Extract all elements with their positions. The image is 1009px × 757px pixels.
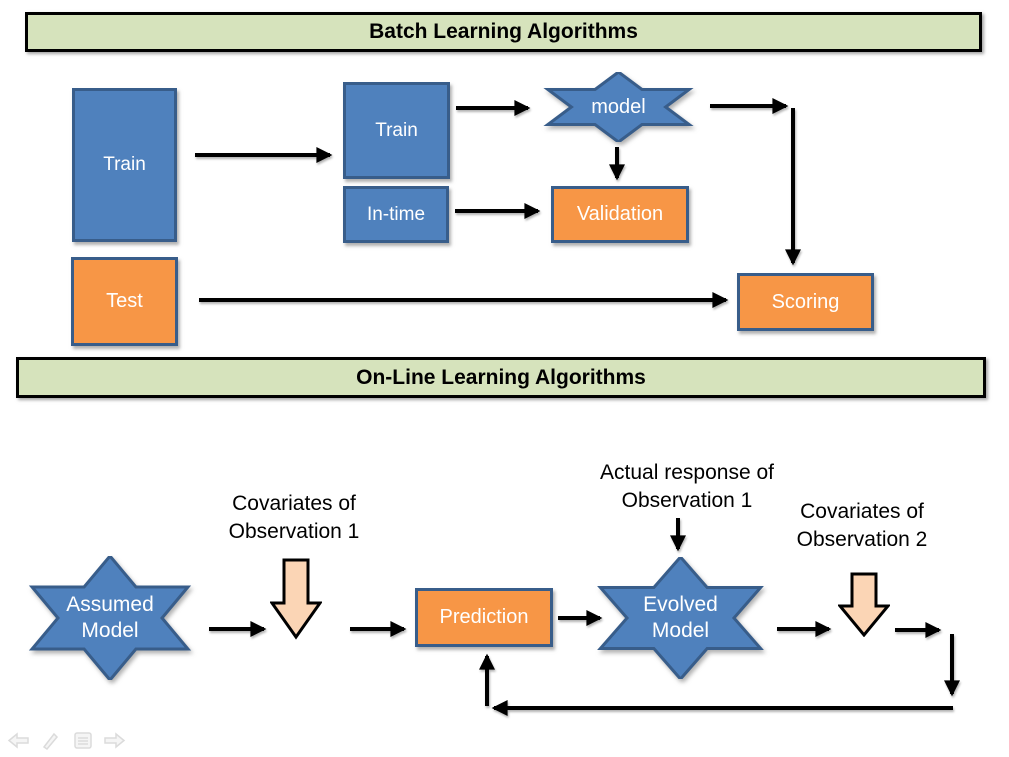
previous-slide-icon[interactable] <box>6 730 31 751</box>
assumed-model-label: Assumed Model <box>66 593 154 642</box>
assumed-model-star-shape: Assumed Model <box>20 556 200 680</box>
model-star-shape: model <box>537 72 700 142</box>
covariates2-down-arrow-icon <box>836 572 892 642</box>
banner-batch-learning: Batch Learning Algorithms <box>25 12 982 52</box>
banner-online-learning-label: On-Line Learning Algorithms <box>356 365 646 389</box>
banner-online-learning: On-Line Learning Algorithms <box>16 357 986 398</box>
six-point-star-icon <box>588 557 773 679</box>
slideshow-nav <box>6 730 127 751</box>
six-point-star-icon <box>20 556 200 680</box>
pen-tool-icon[interactable] <box>38 730 63 751</box>
slide-menu-icon[interactable] <box>70 730 95 751</box>
banner-batch-learning-label: Batch Learning Algorithms <box>369 20 638 43</box>
validation-label: Validation <box>576 203 664 225</box>
train-full-box: Train <box>72 88 177 242</box>
covariates-observation2-label: Covariates of Observation 2 <box>796 500 928 551</box>
train-full-label: Train <box>103 154 146 175</box>
test-box: Test <box>71 257 178 346</box>
covariates-observation1-label: Covariates of Observation 1 <box>228 492 360 543</box>
evolved-model-star-shape: Evolved Model <box>588 557 773 679</box>
train-subset-box: Train <box>343 82 450 179</box>
test-label: Test <box>106 290 143 312</box>
scoring-label: Scoring <box>771 290 840 313</box>
prediction-box: Prediction <box>415 588 553 647</box>
evolved-model-label: Evolved Model <box>643 593 718 642</box>
six-point-star-icon <box>537 72 700 142</box>
in-time-label: In-time <box>366 203 426 225</box>
actual-response-observation1-label: Actual response of Observation 1 <box>600 461 774 512</box>
in-time-box: In-time <box>343 186 449 243</box>
prediction-label: Prediction <box>439 606 529 628</box>
covariates1-down-arrow-icon <box>269 558 323 645</box>
next-slide-icon[interactable] <box>102 730 127 751</box>
scoring-box: Scoring <box>737 273 874 331</box>
validation-box: Validation <box>551 186 689 243</box>
model-label: model <box>591 96 646 118</box>
train-subset-label: Train <box>375 119 418 141</box>
